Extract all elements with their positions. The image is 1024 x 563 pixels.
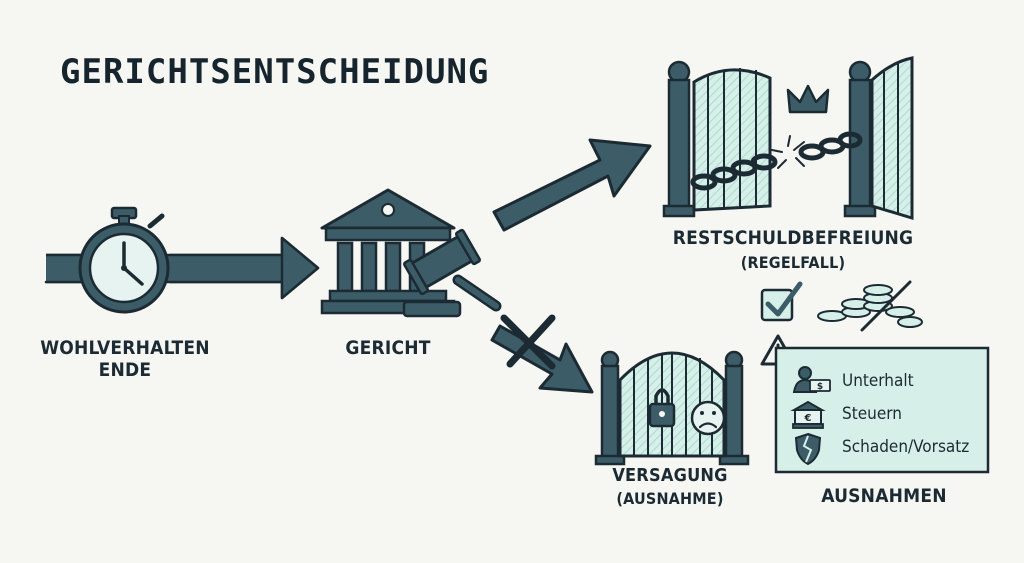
- denial-node-label: VERSAGUNG (AUSNAHME): [580, 465, 760, 508]
- discharge-label-line2: (REGELFALL): [740, 252, 846, 272]
- broken-shield-icon: [794, 432, 822, 466]
- crown-icon: [786, 84, 830, 114]
- denial-label-line2: (AUSNAHME): [616, 488, 724, 508]
- exceptions-heading: AUSNAHMEN: [821, 485, 947, 507]
- cross-mark-icon: [500, 314, 556, 370]
- padlock-icon: [648, 388, 676, 428]
- exception-item-3: Schaden/Vorsatz: [842, 437, 970, 457]
- denial-label-line1: VERSAGUNG: [612, 465, 728, 486]
- discharge-label-line1: RESTSCHULDBEFREIUNG: [672, 227, 914, 249]
- checkbox-icon: [760, 281, 803, 322]
- arrow-court-to-discharge: [492, 138, 652, 232]
- exception-item-2: Steuern: [842, 404, 902, 424]
- crossed-coins-icon: [817, 280, 923, 332]
- svg-text:€: €: [804, 413, 812, 424]
- stopwatch-icon: [78, 206, 170, 314]
- page-title: GERICHTSENTSCHEIDUNG: [60, 52, 490, 92]
- court-node-label: GERICHT: [345, 337, 431, 359]
- discharge-node-label: RESTSCHULDBEFREIUNG (REGELFALL): [648, 227, 938, 272]
- open-gate-icon: [662, 56, 914, 221]
- sad-face-icon: [690, 400, 726, 436]
- start-label-line2: ENDE: [98, 358, 152, 381]
- gavel-icon: [402, 228, 502, 318]
- start-label-line1: WOHLVERHALTEN: [40, 337, 210, 359]
- svg-text:$: $: [817, 382, 823, 392]
- start-node-label: WOHLVERHALTEN ENDE: [20, 337, 230, 382]
- person-money-icon: $: [792, 366, 831, 393]
- exception-item-1: Unterhalt: [842, 371, 914, 391]
- tax-office-icon: €: [790, 400, 826, 429]
